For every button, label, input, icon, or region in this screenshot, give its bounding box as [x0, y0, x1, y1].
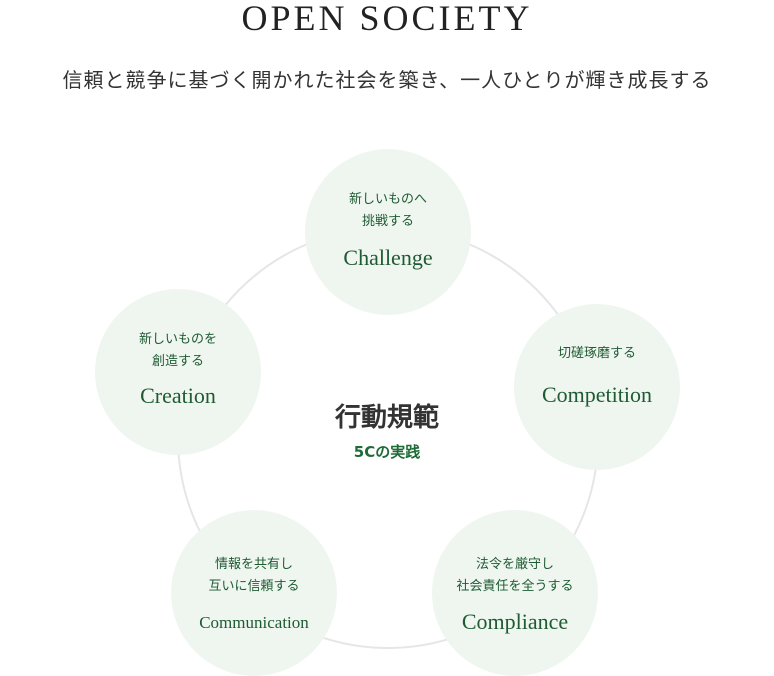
node-communication: 情報を共有し 互いに信頼する Communication: [171, 510, 337, 676]
node-communication-en: Communication: [199, 613, 309, 632]
node-communication-jp: 情報を共有し 互いに信頼する: [208, 557, 300, 594]
node-creation-jp: 新しいものを 創造する: [138, 332, 217, 369]
node-creation: 新しいものを 創造する Creation: [95, 289, 261, 455]
node-creation-en: Creation: [140, 383, 216, 408]
node-competition-jp: 切磋琢磨する: [557, 346, 636, 361]
node-challenge-en: Challenge: [343, 245, 433, 270]
node-challenge-jp: 新しいものへ 挑戦する: [348, 192, 427, 229]
page-subtitle: 信頼と競争に基づく開かれた社会を築き、一人ひとりが輝き成長する: [62, 68, 712, 92]
node-compliance-jp: 法令を厳守し 社会責任を全うする: [456, 557, 574, 594]
node-competition: 切磋琢磨する Competition: [514, 304, 680, 470]
center-subtitle: 5Cの実践: [353, 443, 421, 461]
node-compliance: 法令を厳守し 社会責任を全うする Compliance: [432, 510, 598, 676]
center-title: 行動規範: [334, 403, 439, 433]
node-competition-en: Competition: [542, 382, 652, 407]
node-challenge: 新しいものへ 挑戦する Challenge: [305, 149, 471, 315]
page-title: OPEN SOCIETY: [241, 0, 533, 38]
node-compliance-en: Compliance: [461, 609, 569, 634]
